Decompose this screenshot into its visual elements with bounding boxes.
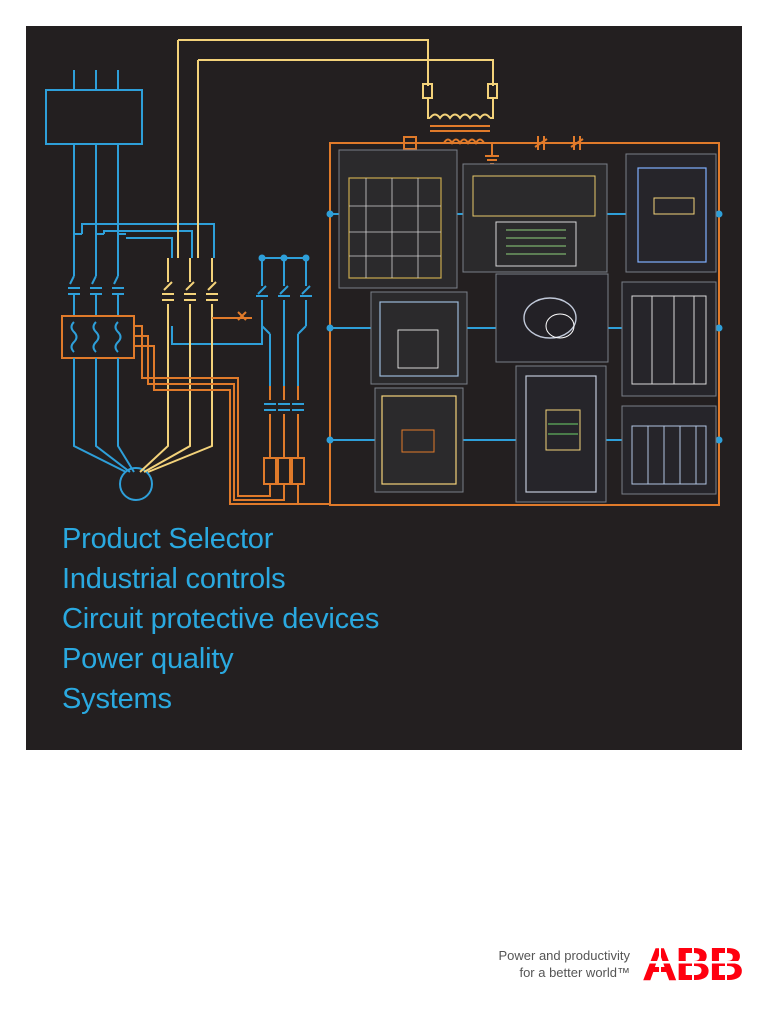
product-photo-molded-switch [374, 387, 464, 493]
cover-panel: Product Selector Industrial controls Cir… [26, 26, 742, 750]
circuit-diagram [45, 39, 723, 506]
tagline-line-2: for a better world™ [519, 965, 630, 980]
title-line-power-quality: Power quality [62, 643, 234, 675]
control-circuit-line [330, 136, 719, 165]
product-photo-soft-starter [625, 153, 717, 273]
product-photo-pilot-light [495, 273, 609, 363]
tagline-line-1: Power and productivity [498, 948, 630, 963]
control-wiring [139, 40, 252, 473]
product-photo-air-breaker [370, 291, 468, 385]
product-photos [338, 149, 717, 503]
product-photo-switchgear [338, 149, 458, 289]
transformer-symbol [178, 39, 498, 132]
product-photo-motor-starter [515, 365, 607, 503]
cover-titles: Product Selector Industrial controls Cir… [62, 519, 379, 719]
footer-branding: Power and productivity for a better worl… [498, 944, 744, 984]
overload-wiring [134, 325, 330, 505]
title-line-product-selector: Product Selector [62, 523, 274, 555]
product-photo-contactor [621, 281, 717, 397]
tagline: Power and productivity for a better worl… [498, 947, 630, 981]
product-photo-terminal-block [621, 405, 717, 495]
abb-logo: ABB [642, 944, 744, 984]
title-line-industrial-controls: Industrial controls [62, 563, 286, 595]
title-line-systems: Systems [62, 683, 172, 715]
title-line-circuit-protective-devices: Circuit protective devices [62, 603, 380, 635]
product-photo-plc [462, 163, 608, 273]
